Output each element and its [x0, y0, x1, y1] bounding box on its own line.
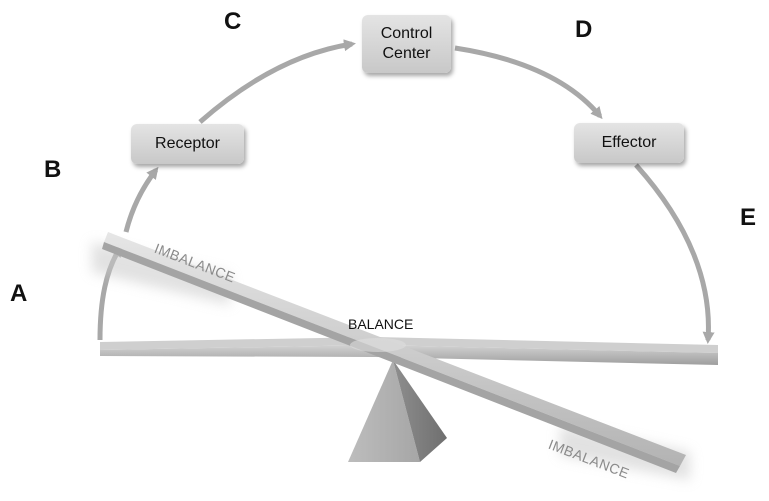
label-b: B [44, 156, 62, 183]
arrow-receptor-to-control [198, 39, 356, 124]
fulcrum-right-face [393, 360, 447, 462]
label-c: C [224, 8, 242, 35]
arrow-effector-to-balance [634, 163, 715, 344]
effector-box: Effector [574, 123, 684, 163]
pivot-highlight [350, 338, 406, 352]
arrow-control-to-effector [454, 45, 603, 120]
receptor-label: Receptor [155, 135, 220, 152]
effector-label: Effector [601, 134, 657, 151]
control-center-label-line2: Center [382, 45, 431, 62]
arrow-b-to-receptor [123, 166, 159, 233]
label-e: E [740, 204, 757, 231]
label-a: A [10, 280, 28, 307]
control-center-box: Control Center [362, 15, 451, 73]
receptor-box: Receptor [131, 124, 244, 164]
control-center-label-line1: Control [380, 25, 433, 42]
label-d: D [575, 16, 593, 43]
balance-label: BALANCE [348, 316, 414, 332]
tilt-plank-edge [102, 242, 680, 473]
level-plank-top [100, 337, 718, 353]
fulcrum-left-face [348, 360, 420, 462]
